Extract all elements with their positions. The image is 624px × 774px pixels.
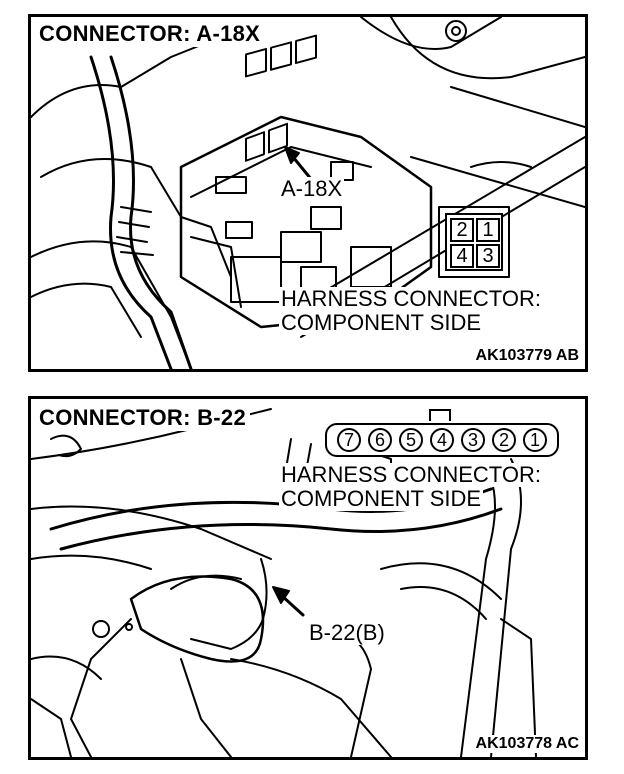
a18x-pin-1: 1 [476,218,500,242]
panel-b-title: CONNECTOR: B-22 [35,405,251,431]
b22-pin-5: 5 [399,428,423,452]
b22-connector-latch [429,409,451,421]
panel-a-figure-code: AK103779 AB [473,347,581,365]
panel-a-harness-line2: COMPONENT SIDE [279,310,484,335]
a18x-callout-label: A-18X [279,176,345,201]
a18x-pin-2: 2 [450,218,474,242]
panel-b-harness-line2: COMPONENT SIDE [279,486,484,511]
a18x-pin-3: 3 [476,244,500,268]
b22-pin-7: 7 [337,428,361,452]
panel-b-figure-code: AK103778 AC [473,735,581,753]
b22-pin-2: 2 [492,428,516,452]
b22-pin-4: 4 [430,428,454,452]
b22-pin-3: 3 [461,428,485,452]
a18x-pin-4: 4 [450,244,474,268]
panel-a-title: CONNECTOR: A-18X [35,21,265,47]
b22-pin-diagram: 7 6 5 4 3 2 1 [325,409,559,459]
panel-b-harness-line1: HARNESS CONNECTOR: [279,462,543,487]
engine-bay-illustration-a [31,17,585,369]
b22-callout-label: B-22(B) [307,620,387,645]
b22-pin-1: 1 [523,428,547,452]
connector-b22-panel: CONNECTOR: B-22 7 6 5 4 3 2 1 HARNESS CO… [28,396,588,760]
connector-a18x-panel: CONNECTOR: A-18X A-18X 2 1 4 3 HARNESS C… [28,14,588,372]
panel-a-harness-line1: HARNESS CONNECTOR: [279,286,543,311]
b22-pin-6: 6 [368,428,392,452]
a18x-pin-diagram: 2 1 4 3 [445,213,503,271]
